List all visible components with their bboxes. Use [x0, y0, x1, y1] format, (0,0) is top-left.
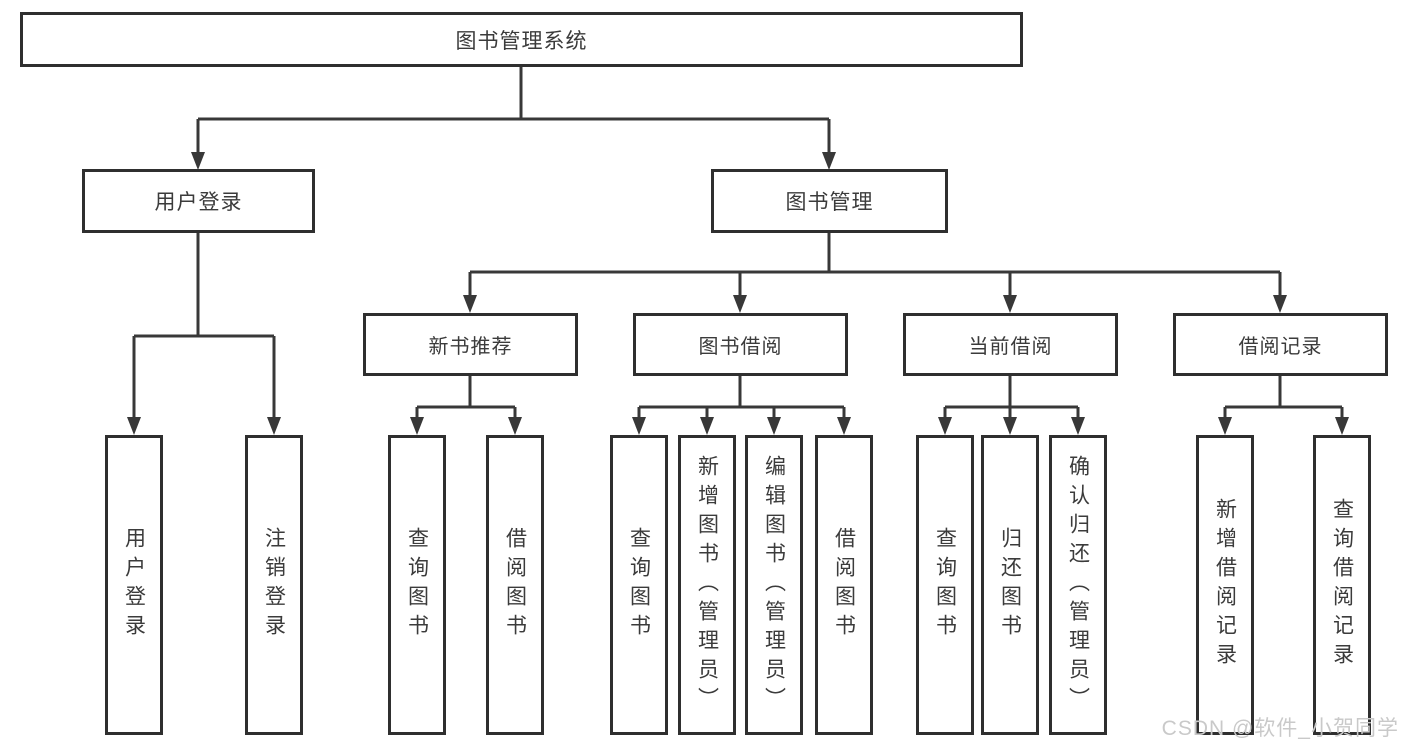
- node-leaf-confirm-return-admin: 确认归还（管理员）: [1049, 435, 1107, 735]
- node-leaf-label: 查询借阅记录: [1330, 498, 1354, 672]
- node-leaf-label: 借阅图书: [503, 527, 527, 643]
- node-leaf-label: 归还图书: [998, 527, 1022, 643]
- node-root: 图书管理系统: [20, 12, 1023, 67]
- node-leaf-label: 查询图书: [627, 527, 651, 643]
- node-leaf-user-login: 用户登录: [105, 435, 163, 735]
- node-leaf-borrow-books: 借阅图书: [815, 435, 873, 735]
- node-borrowing-records: 借阅记录: [1173, 313, 1388, 376]
- node-book-borrowing: 图书借阅: [633, 313, 848, 376]
- node-leaf-return-book: 归还图书: [981, 435, 1039, 735]
- node-leaf-label: 编辑图书（管理员）: [762, 454, 786, 716]
- node-new-book-recommend: 新书推荐: [363, 313, 578, 376]
- node-book-management-label: 图书管理: [785, 191, 874, 214]
- node-leaf-label: 确认归还（管理员）: [1066, 454, 1090, 716]
- node-new-book-recommend-label: 新书推荐: [428, 336, 513, 358]
- node-leaf-label: 借阅图书: [832, 527, 856, 643]
- node-leaf-add-borrow-record: 新增借阅记录: [1196, 435, 1254, 735]
- watermark: CSDN @软件_小贺同学: [1161, 717, 1399, 740]
- node-leaf-query-books-current: 查询图书: [916, 435, 974, 735]
- node-root-label: 图书管理系统: [455, 29, 588, 53]
- node-book-management: 图书管理: [711, 169, 948, 233]
- node-book-borrowing-label: 图书借阅: [698, 336, 783, 358]
- node-leaf-query-books-recommend: 查询图书: [388, 435, 446, 735]
- node-leaf-label: 查询图书: [933, 527, 957, 643]
- node-current-borrowing-label: 当前借阅: [968, 336, 1053, 358]
- tree-edges: [132, 67, 1344, 418]
- node-leaf-label: 新增图书（管理员）: [695, 454, 719, 716]
- node-leaf-edit-book-admin: 编辑图书（管理员）: [745, 435, 803, 735]
- node-leaf-borrow-books-recommend: 借阅图书: [486, 435, 544, 735]
- node-leaf-query-borrow-record: 查询借阅记录: [1313, 435, 1371, 735]
- node-leaf-label: 注销登录: [262, 527, 286, 643]
- node-leaf-label: 查询图书: [405, 527, 429, 643]
- node-leaf-add-book-admin: 新增图书（管理员）: [678, 435, 736, 735]
- node-user-login-label: 用户登录: [154, 191, 243, 214]
- node-leaf-label: 新增借阅记录: [1213, 498, 1237, 672]
- node-current-borrowing: 当前借阅: [903, 313, 1118, 376]
- node-leaf-query-books-borrow: 查询图书: [610, 435, 668, 735]
- node-borrowing-records-label: 借阅记录: [1238, 336, 1323, 358]
- node-user-login: 用户登录: [82, 169, 315, 233]
- node-leaf-label: 用户登录: [122, 527, 146, 643]
- node-leaf-logout: 注销登录: [245, 435, 303, 735]
